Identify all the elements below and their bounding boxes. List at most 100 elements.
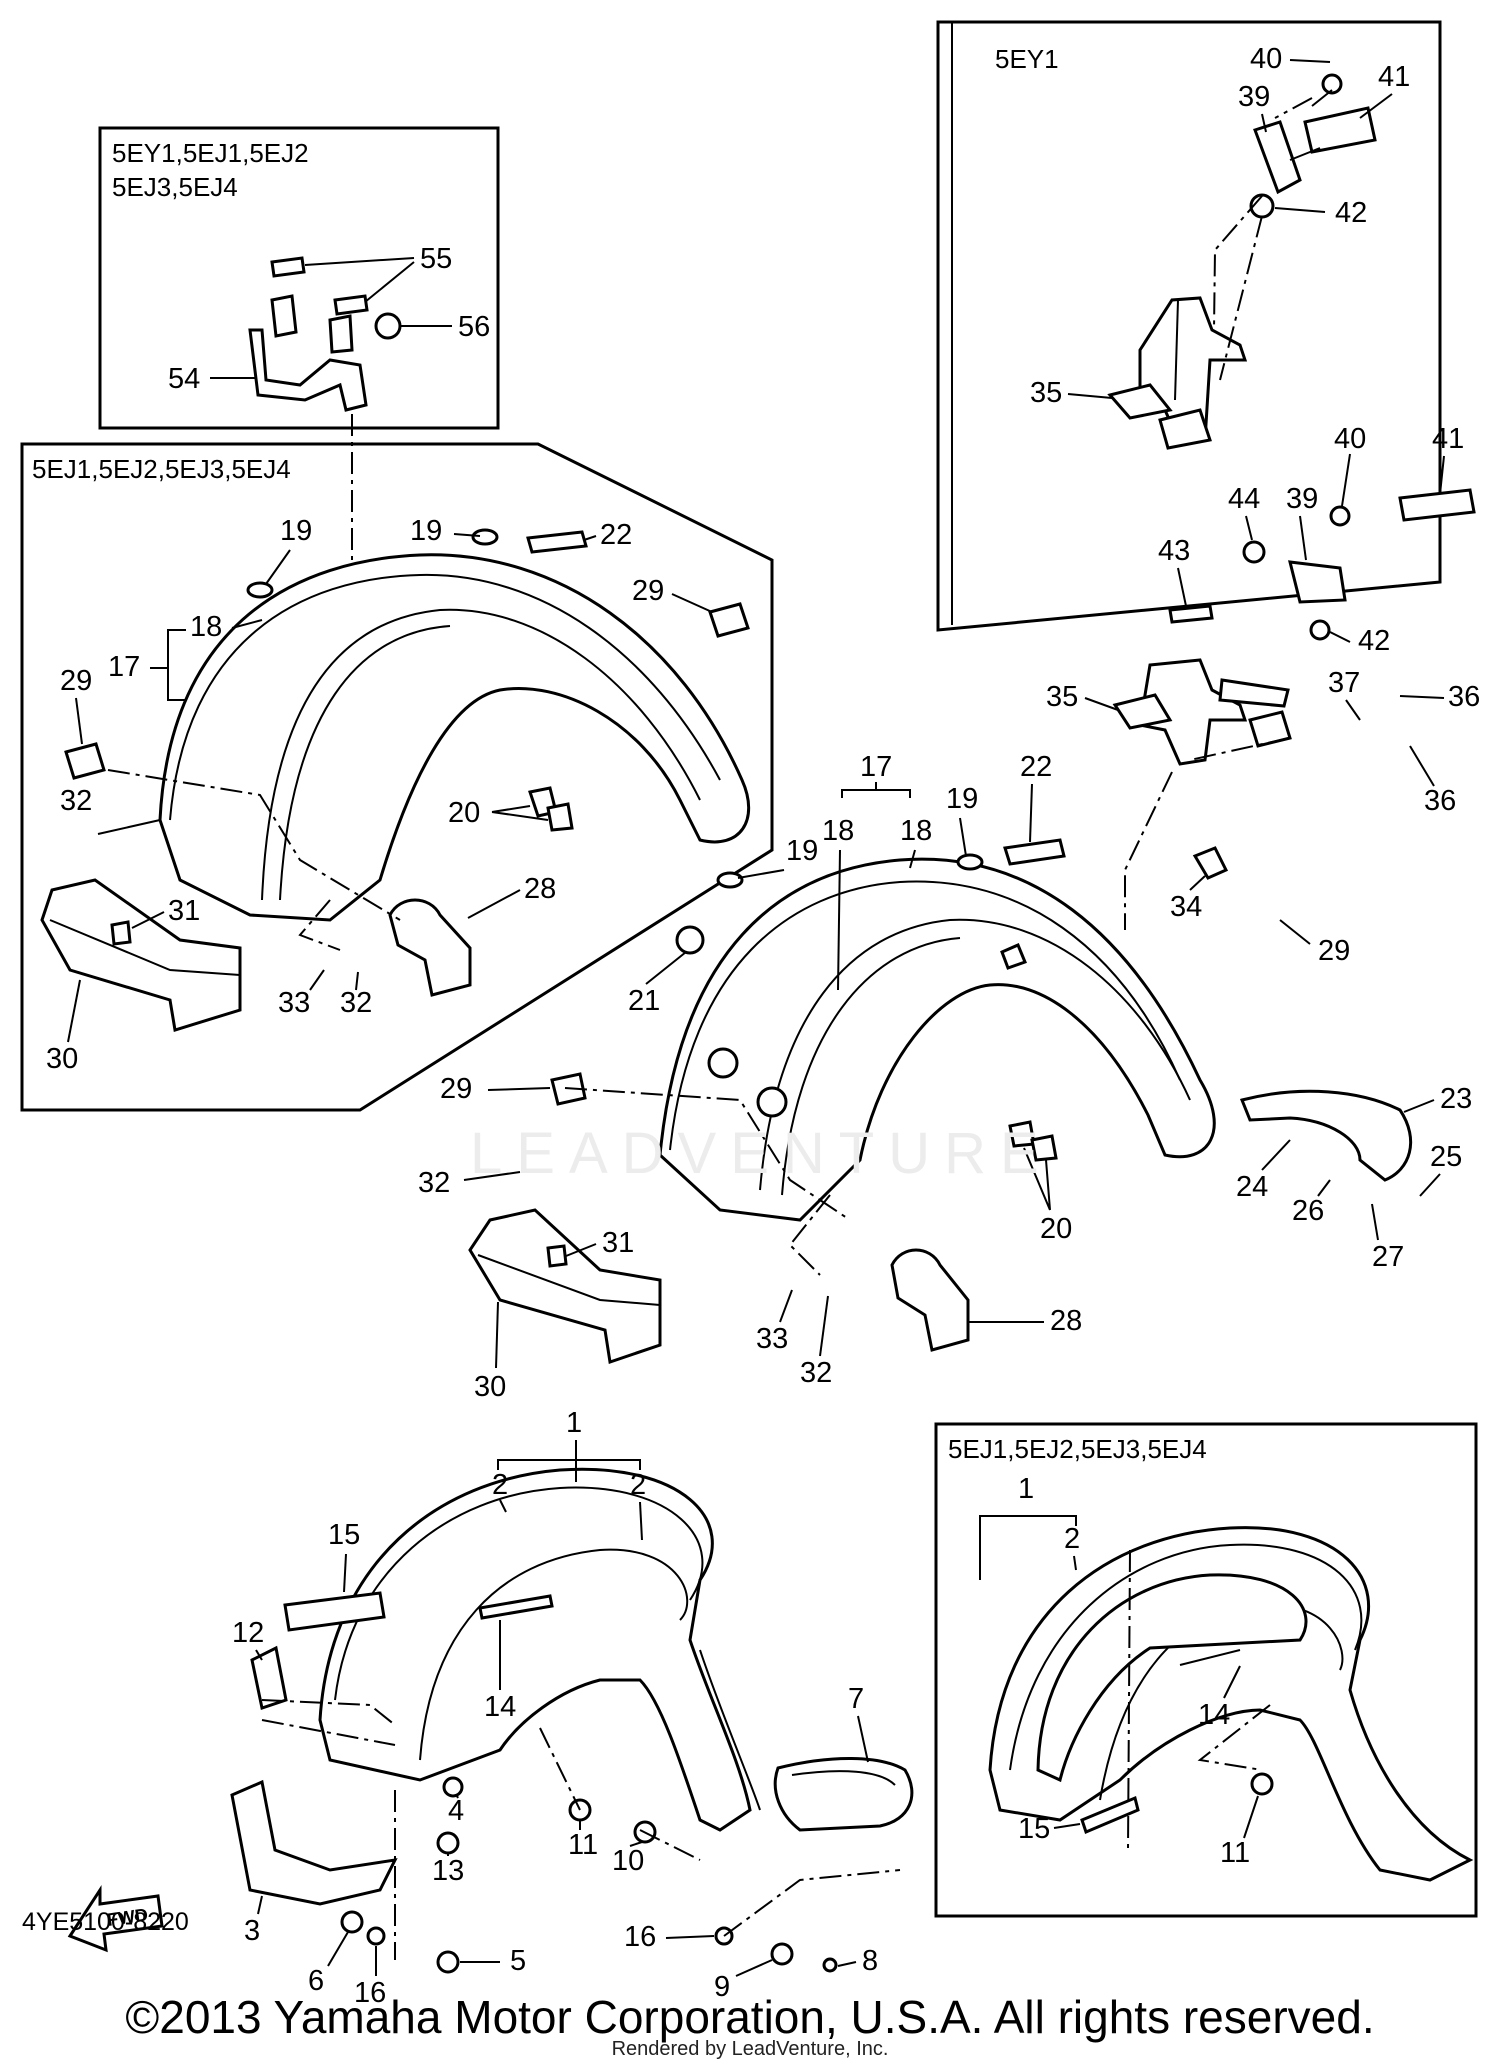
grommet-29r (1248, 710, 1292, 748)
callout-8: 8 (862, 1945, 878, 1977)
callout-30: 30 (46, 1043, 78, 1075)
callout-11: 11 (1220, 1837, 1250, 1869)
callout-31: 31 (602, 1227, 634, 1259)
detail-box-frame (20, 442, 774, 1112)
grommet (1000, 943, 1027, 970)
callout-14: 14 (1198, 1699, 1230, 1731)
nut-4 (442, 1776, 464, 1798)
grommet-29 (64, 602, 750, 780)
callout-1: 1 (1018, 1473, 1034, 1505)
callout-41: 41 (1432, 423, 1464, 455)
detail-box-5ey1: 5EY1 (936, 20, 1442, 632)
callout-23: 23 (1440, 1083, 1472, 1115)
callout-41: 41 (1378, 61, 1410, 93)
callout-19: 19 (786, 835, 818, 867)
callout-26: 26 (1292, 1195, 1324, 1227)
emblem-14a (478, 1594, 554, 1620)
callout-18: 18 (900, 815, 932, 847)
copyright-notice: ©2013 Yamaha Motor Corporation, U.S.A. A… (125, 1991, 1375, 2043)
callout-22: 22 (1020, 751, 1052, 783)
front-fender-1b (988, 1526, 1474, 1882)
fwd-arrow-icon: FWD (67, 1884, 164, 1953)
label-22b (1003, 838, 1066, 866)
detail-box-5ej-front-fender: 5EJ1,5EJ2,5EJ3,5EJ4 (934, 1422, 1478, 1918)
callout-5: 5 (510, 1945, 526, 1977)
callout-33: 33 (756, 1323, 788, 1355)
label-15b (1080, 1795, 1140, 1835)
label-22a (526, 530, 588, 554)
callout-31: 31 (168, 895, 200, 927)
callout-19: 19 (280, 515, 312, 547)
drawing-code: 4YE5100-8220 (22, 1908, 189, 1936)
callout-39: 39 (1238, 81, 1270, 113)
callout-54: 54 (168, 363, 200, 395)
callout-32: 32 (60, 785, 92, 817)
label-15a (283, 1591, 386, 1632)
callout-27: 27 (1372, 1241, 1404, 1273)
callout-32: 32 (800, 1357, 832, 1389)
callout-29: 29 (440, 1073, 472, 1105)
callout-2: 2 (492, 1469, 508, 1501)
bracket-28a (388, 898, 472, 997)
callout-29: 29 (632, 575, 664, 607)
callout-32: 32 (340, 987, 372, 1019)
bracket-28b (890, 1248, 970, 1352)
reinforcement-23 (1239, 1089, 1413, 1182)
number-plate-bracket (1107, 296, 1248, 450)
callout-1: 1 (566, 1407, 582, 1439)
callout-16: 16 (354, 1977, 386, 2009)
damper-55a (270, 256, 306, 278)
rear-fender-17a (158, 553, 751, 922)
callout-30: 30 (474, 1371, 506, 1403)
callout-25: 25 (1430, 1141, 1462, 1173)
nut-56 (374, 312, 402, 340)
bolt-9 (770, 1942, 794, 1966)
callout-18: 18 (190, 611, 222, 643)
detail-box-title: 5EY1 (995, 44, 1059, 74)
stay-39a (1249, 73, 1343, 219)
clip-19b (471, 528, 499, 546)
callout-43: 43 (1158, 535, 1190, 567)
clip-19c (716, 871, 744, 889)
clip-19d (956, 853, 984, 871)
callout-20: 20 (1040, 1213, 1072, 1245)
callout-20: 20 (448, 797, 480, 829)
rendered-by-notice: Rendered by LeadVenture, Inc. (611, 2038, 889, 2060)
detail-box-frame (934, 1422, 1478, 1918)
nut-6 (340, 1910, 364, 1934)
callout-10: 10 (612, 1845, 644, 1877)
detail-box-frame (98, 126, 500, 430)
detail-box-title: 5EY1,5EJ1,5EJ2 (112, 138, 309, 168)
callout-36: 36 (1448, 681, 1480, 713)
detail-box-title: 5EJ1,5EJ2,5EJ3,5EJ4 (32, 454, 291, 484)
side-cover-30b (468, 1208, 662, 1364)
callout-28: 28 (524, 873, 556, 905)
bracket-35b-assembly (1112, 488, 1476, 880)
callout-40: 40 (1334, 423, 1366, 455)
collar-34 (1192, 846, 1229, 880)
callout-12: 12 (232, 1617, 264, 1649)
callout-29: 29 (60, 665, 92, 697)
stay-39b (1288, 560, 1347, 604)
nut-44 (1242, 540, 1266, 564)
bracket-54 (248, 294, 368, 412)
callout-6: 6 (308, 1965, 324, 1997)
callout-15: 15 (1018, 1813, 1050, 1845)
detail-box-5ej-rear-fender: 5EJ1,5EJ2,5EJ3,5EJ4 (20, 442, 774, 1112)
reflector-41a (1303, 106, 1377, 154)
detail-box-frame (936, 20, 1442, 632)
detail-box-title: 5EJ1,5EJ2,5EJ3,5EJ4 (948, 1434, 1207, 1464)
detail-box-subtitle: 5EJ3,5EJ4 (112, 172, 238, 202)
callout-4: 4 (448, 1795, 464, 1827)
callout-18: 18 (822, 815, 854, 847)
callout-35: 35 (1046, 681, 1078, 713)
bolt-11b (1250, 1772, 1274, 1796)
damper-55b (333, 294, 369, 316)
callout-13: 13 (432, 1855, 464, 1887)
callout-17: 17 (860, 751, 892, 783)
callout-9: 9 (714, 1971, 730, 2003)
collar-43 (1168, 604, 1214, 624)
fender-tip-7 (773, 1757, 914, 1832)
bracket-12 (250, 1645, 288, 1710)
